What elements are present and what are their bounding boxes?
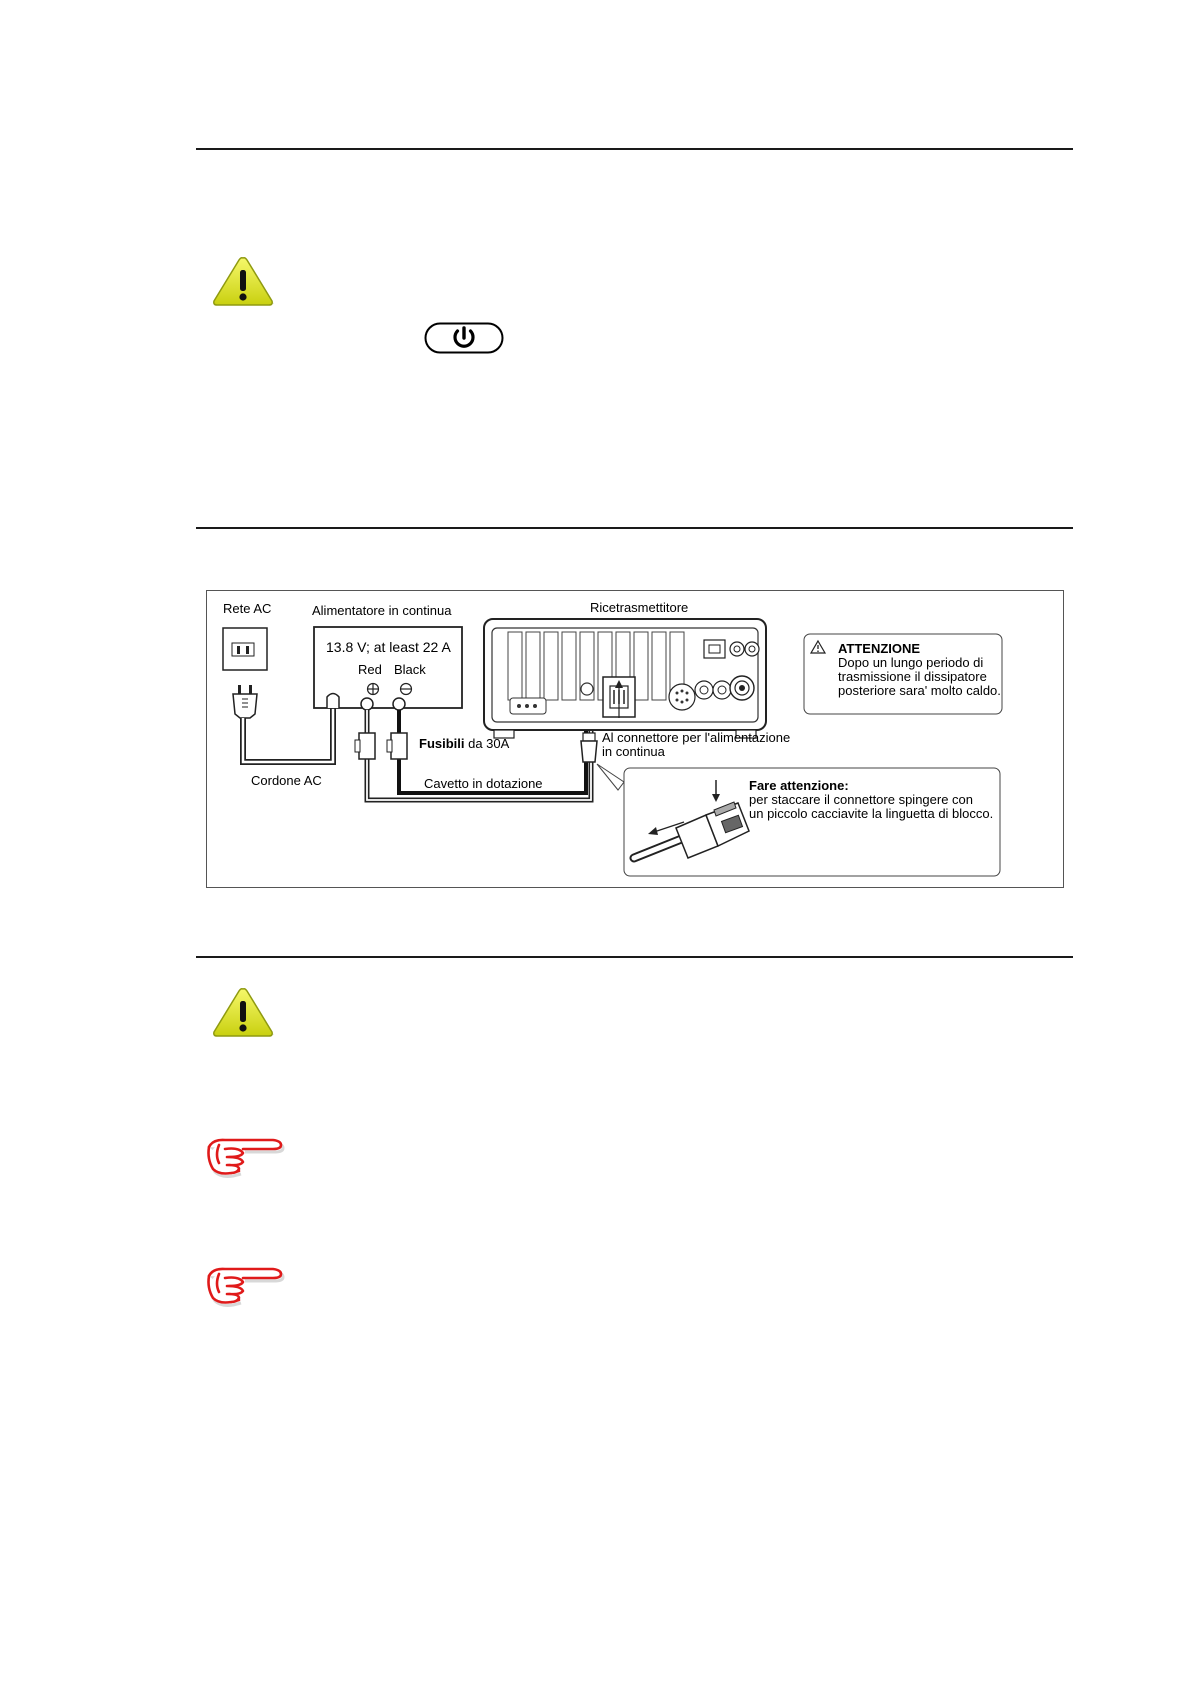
transceiver-rear-panel <box>483 618 767 739</box>
ac-plug-icon <box>232 685 258 719</box>
attenzione-line-2: trasmissione il dissipatore <box>838 669 987 684</box>
fare-line-2: un piccolo cacciavite la linguetta di bl… <box>749 806 993 821</box>
attenzione-title: ATTENZIONE <box>838 641 920 656</box>
caution-icon <box>809 639 827 654</box>
section-rule-3 <box>196 956 1073 958</box>
label-al-connettore-1: Al connettore per l'alimentazione <box>602 730 790 745</box>
warning-icon <box>213 988 274 1037</box>
label-red: Red <box>358 662 382 677</box>
label-ricetrasmettitore: Ricetrasmettitore <box>590 600 688 615</box>
label-fusibili: Fusibili da 30A <box>419 736 510 751</box>
attenzione-box: ATTENZIONE Dopo un lungo periodo di tras… <box>803 633 1003 715</box>
label-rete-ac: Rete AC <box>223 601 271 616</box>
warning-icon <box>213 257 274 306</box>
attenzione-line-1: Dopo un lungo periodo di <box>838 655 983 670</box>
dc-power-supply <box>313 626 463 709</box>
pointing-hand-icon <box>207 1267 285 1307</box>
fare-line-1: per staccare il connettore spingere con <box>749 792 973 807</box>
pointing-hand-icon <box>207 1138 285 1178</box>
section-rule-2 <box>196 527 1073 529</box>
label-cavetto: Cavetto in dotazione <box>424 776 543 791</box>
power-button-icon <box>424 322 504 354</box>
minus-terminal-icon <box>399 682 413 696</box>
wall-outlet-icon <box>222 627 268 671</box>
fare-title: Fare attenzione: <box>749 778 849 793</box>
label-cordone-ac: Cordone AC <box>251 773 322 788</box>
label-black: Black <box>394 662 426 677</box>
label-al-connettore-2: in continua <box>602 744 666 759</box>
fuse-icon <box>354 732 408 760</box>
connection-diagram: Rete AC Cordone AC Alimentatore in conti… <box>206 590 1064 888</box>
section-rule-1 <box>196 148 1073 150</box>
psu-spec: 13.8 V; at least 22 A <box>326 639 451 655</box>
fare-attenzione-box: Fare attenzione: per staccare il connett… <box>596 763 1001 877</box>
label-alimentatore: Alimentatore in continua <box>312 603 452 618</box>
connector-release-illustration <box>629 780 750 863</box>
attenzione-line-3: posteriore sara' molto caldo. <box>838 683 1001 698</box>
plus-terminal-icon <box>366 682 380 696</box>
